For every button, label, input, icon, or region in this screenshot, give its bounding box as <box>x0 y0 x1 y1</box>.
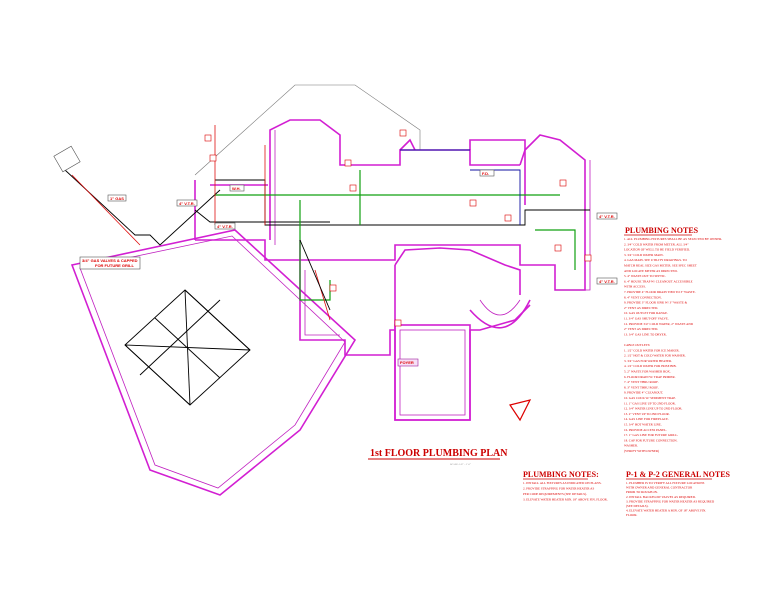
north-arrow-icon <box>509 399 532 422</box>
note-line: 13. 3/4" GAS LINE TO DRYER. <box>624 332 667 336</box>
note-line: 3. 3/4" GAS FOR WATER HEATER. <box>624 359 672 363</box>
note-line: 12. PROVIDE 3/4" COLD WATER, 2" WASTE AN… <box>624 322 694 327</box>
note-line: 11. 3/4" GAS SHUT-OFF VALVE. <box>624 317 669 321</box>
note-line: 4. 1/2" COLD WATER FOR HOSE BIB. <box>624 364 677 368</box>
note-line: 16. PROVIDE ACCESS PANEL. <box>624 428 667 432</box>
note-line: LOCATION OF WELL TO BE FIELD VERIFIED. <box>624 248 690 252</box>
note-line: FLOOR. <box>626 513 637 517</box>
note-line: 8. 4" VENT CONNECTION. <box>624 295 662 299</box>
note-line: 8. 3" VENT THRU ROOF. <box>624 385 659 389</box>
note-line: 7. PROVIDE 4" FLOOR DRAIN TIED TO 3" WAS… <box>624 290 696 294</box>
note-line: 1. ALL PLUMBING FIXTURES SHALL BE AS SEL… <box>624 237 722 241</box>
notes-bottom-left-title: PLUMBING NOTES: <box>523 470 599 479</box>
note-line: 18. CAP FOR FUTURE CONNECTION. <box>624 438 678 442</box>
note-line: (VERIFY WITH OWNER) <box>624 449 659 453</box>
note-line: 2. 3/4" COLD WATER FROM METER. ALL 3/4" <box>624 242 689 246</box>
callout-gas-valves: 3/4" GAS VALVES & CAPPED <box>82 258 138 263</box>
general-notes-title: P-1 & P-2 GENERAL NOTES <box>626 470 731 479</box>
piping <box>64 125 590 321</box>
note-line: 3. PROVIDE STRAPPING FOR WATER HEATER AS… <box>626 499 715 503</box>
note-line: 2. 1/2" HOT & COLD WATER FOR WASHER. <box>624 354 686 358</box>
meter-box <box>53 145 81 173</box>
note-line: 14. GAS LINE FOR FIREPLACE. <box>624 417 669 421</box>
scale-note: SCALE: 1/8" = 1'-0" <box>450 463 471 466</box>
callout-wh: W.H. <box>232 186 241 191</box>
note-line: 2. INSTALL BACKFLOW VALVES AS REQUIRED. <box>626 495 696 499</box>
note-line: PER CODE REQUIREMENTS (SEE DETAILS). <box>523 492 587 496</box>
note-line: 3. 3/4" COLD WATER MAIN. <box>624 253 664 257</box>
note-line: WASHER. <box>624 444 638 448</box>
note-line: 7. 4" VENT THRU ROOF. <box>624 380 659 384</box>
note-line: 15. 3/4" HOT WATER LINE. <box>624 423 662 427</box>
note-line: 5. 2" WASTE FOR WASHER BOX. <box>624 370 671 374</box>
callout-vtr-mid: 4" V.T.R. <box>217 224 233 229</box>
note-line: 10. GAS COCK W/ SEDIMENT TRAP. <box>624 396 676 400</box>
note-line: PRIOR TO ROUGH-IN. <box>626 490 658 494</box>
note-line: 17. 1" GAS LINE FOR FUTURE GRILL. <box>624 433 678 437</box>
note-line: 6. FLOOR DRAIN W/ TRAP PRIMER. <box>624 375 676 379</box>
note-line: MATCH REAL SIZE GAS METER. SEE SPEC SHEE… <box>624 264 697 268</box>
note-line: WITH ACCESS. <box>624 285 646 289</box>
note-line: 4. GAS MAIN. SEE UTILITY DRAWINGS. TO <box>624 258 688 262</box>
note-line: 11. 1" GAS LINE UP TO 2ND FLOOR. <box>624 401 676 405</box>
callouts: 1" GAS 4" V.T.R. 4" V.T.R. 3/4" GAS VALV… <box>53 129 618 422</box>
plumbing-notes-bottom-left: PLUMBING NOTES: 1. INSTALL ALL FIXTURES … <box>523 470 608 502</box>
callout-gas-line: 1" GAS <box>110 196 124 201</box>
callout-vtr-right2: 4" V.T.R. <box>599 279 615 284</box>
drawing-title: 1st FLOOR PLUMBING PLAN <box>370 448 508 459</box>
callout-vtr-right: 4" V.T.R. <box>599 214 615 219</box>
note-line: 5. 4" WASTE OUT TO SEPTIC. <box>624 274 666 278</box>
note-line: 12. 3/4" WATER LINE UP TO 2ND FLOOR. <box>624 407 682 411</box>
note-line: 2" VENT AS DIRECTED. <box>624 327 658 331</box>
callout-fd: F.D. <box>482 171 489 176</box>
note-line: 3. ELEVATE WATER HEATER MIN. 18" ABOVE F… <box>523 498 608 502</box>
note-line: (SEE DETAILS). <box>626 504 649 508</box>
note-line: WITH OWNER AND GENERAL CONTRACTOR <box>626 486 693 490</box>
note-line: CABLE OUTLETS: <box>624 343 650 347</box>
house-walls <box>194 119 591 421</box>
note-line: 2. PROVIDE STRAPPING FOR WATER HEATER AS <box>523 487 594 491</box>
note-line: 9. PROVIDE 4" CLEANOUT. <box>624 391 663 395</box>
note-line: 4. ELEVATE WATER HEATER A MIN. OF 18" AB… <box>626 509 706 513</box>
note-line: 9. PROVIDE 3" FLOOR SINK W/ 3" WASTE & <box>624 301 688 305</box>
note-line: 13. 2" VENT UP TO 2ND FLOOR. <box>624 412 670 416</box>
room-label: FOYER <box>400 360 414 365</box>
general-notes: P-1 & P-2 GENERAL NOTES 1. PLUMBER IS TO… <box>626 470 731 517</box>
note-line: 1. 1/2" COLD WATER FOR ICE MAKER. <box>624 348 680 352</box>
roof-outline <box>194 84 421 176</box>
notes-right-title: PLUMBING NOTES <box>625 226 699 235</box>
garage <box>70 229 357 496</box>
note-line: 2" VENT AS DIRECTED. <box>624 306 658 310</box>
callout-vtr-left: 4" V.T.R. <box>179 201 195 206</box>
note-line: 1. PLUMBER IS TO VERIFY ALL FIXTURE LOCA… <box>626 481 705 485</box>
note-line: 10. GAS OUTLET FOR RANGE. <box>624 311 668 315</box>
plumbing-notes-right: PLUMBING NOTES 1. ALL PLUMBING FIXTURES … <box>624 226 722 453</box>
callout-gas-valves-2: FOR FUTURE GRILL <box>95 263 134 268</box>
note-line: AND LOCATE METER AS DIRECTED. <box>624 269 678 273</box>
note-line: 1. INSTALL ALL FIXTURES AS INDICATED ON … <box>523 481 602 485</box>
note-line: 6. 4" HOUSE TRAP W/ CLEANOUT ACCESSIBLE <box>624 279 693 283</box>
